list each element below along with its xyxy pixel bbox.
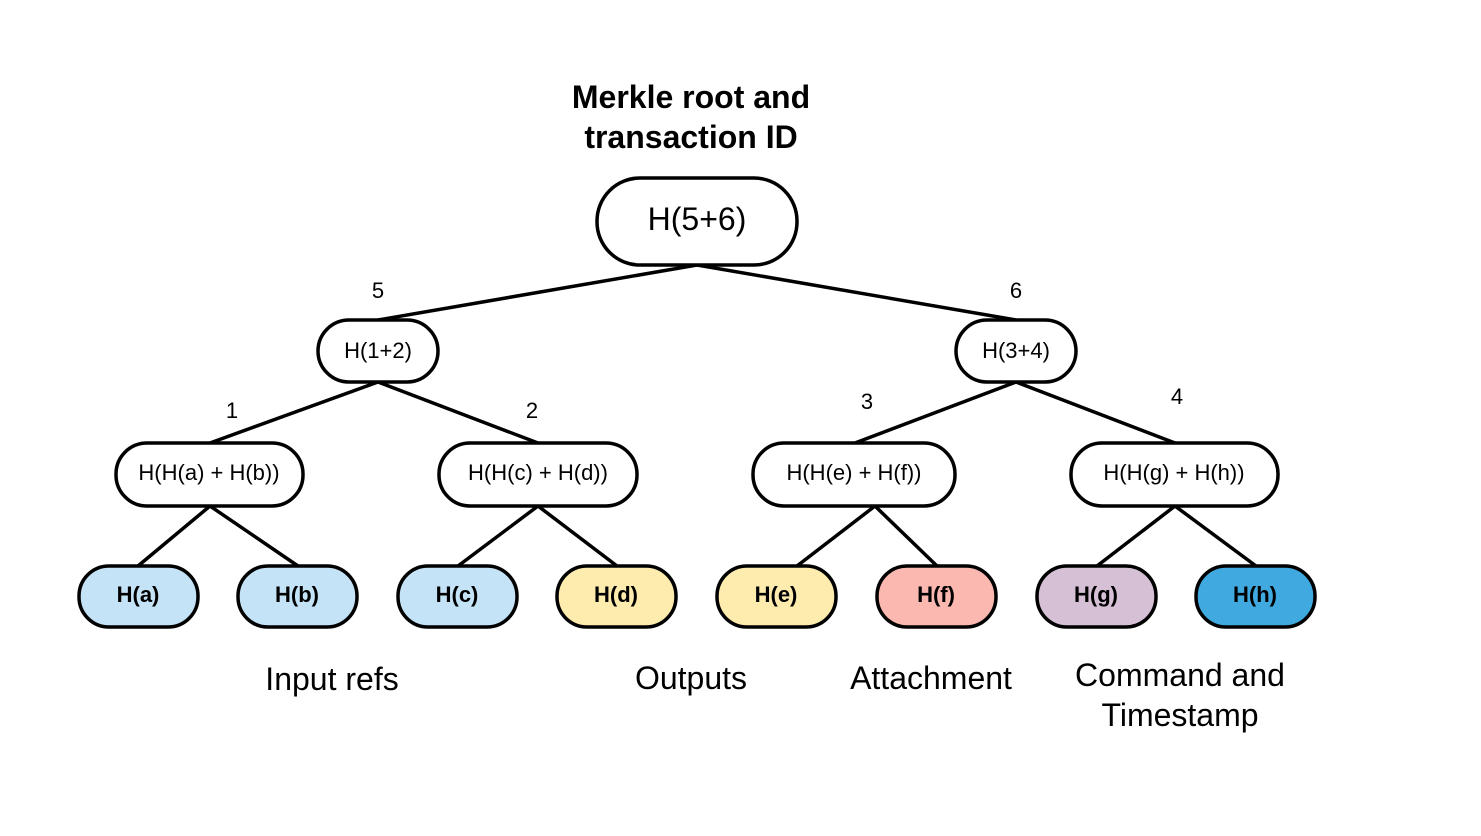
edge-root-to-h12	[377, 263, 698, 322]
group-label-attachment: Attachment	[850, 660, 1012, 696]
leaf-node-hf-box	[875, 564, 998, 629]
leaf-node-he-box	[715, 564, 838, 629]
leaf-node-hg-label: H(g)	[1074, 582, 1118, 607]
hash-node-hef-box	[751, 441, 957, 508]
leaf-node-ha-box	[77, 564, 200, 629]
edge-hcd-to-hd	[536, 504, 619, 568]
edge-h34-to-hef	[854, 380, 1017, 445]
edge-hcd-to-hc	[456, 504, 540, 568]
leaf-node-hd-label: H(d)	[594, 582, 638, 607]
hash-node-h34-box	[954, 318, 1078, 384]
leaf-node-he: H(e)	[715, 564, 838, 629]
leaf-node-ha: H(a)	[77, 564, 200, 629]
hash-node-hcd-label: H(H(c) + H(d))	[468, 460, 608, 485]
edge-label-3: 3	[861, 389, 873, 414]
leaf-node-hb-box	[236, 564, 359, 629]
diagram-title-line2: transaction ID	[584, 119, 797, 155]
leaf-node-hg: H(g)	[1035, 564, 1158, 629]
edge-hef-to-he	[795, 504, 877, 568]
group-label-command-line1: Command and	[1075, 657, 1285, 693]
leaf-node-hc-label: H(c)	[436, 582, 479, 607]
group-label-outputs: Outputs	[635, 660, 747, 696]
hash-node-h12-label: H(1+2)	[344, 338, 412, 363]
leaf-node-hd-box	[555, 564, 678, 629]
diagram-title-line1: Merkle root and	[572, 79, 810, 115]
leaf-node-ha-label: H(a)	[117, 582, 160, 607]
leaf-node-hb-label: H(b)	[275, 582, 319, 607]
leaf-node-hh: H(h)	[1194, 564, 1317, 629]
edge-hab-to-hb	[209, 504, 299, 568]
leaf-node-hb: H(b)	[236, 564, 359, 629]
hash-node-hgh: H(H(g) + H(h))	[1069, 441, 1280, 508]
group-labels: Input refs Outputs Attachment Command an…	[265, 657, 1285, 733]
edge-label-6: 6	[1010, 278, 1022, 303]
leaf-node-he-label: H(e)	[755, 582, 798, 607]
root-node-box	[595, 176, 799, 267]
leaf-node-hf: H(f)	[875, 564, 998, 629]
hash-node-hab-label: H(H(a) + H(b))	[138, 460, 279, 485]
edge-label-2: 2	[526, 398, 538, 423]
edge-hgh-to-hh	[1173, 504, 1258, 568]
hash-node-hef-label: H(H(e) + H(f))	[786, 460, 921, 485]
edge-labels: 5 6 1 2 3 4	[226, 278, 1183, 423]
hash-node-h12: H(1+2)	[316, 318, 440, 384]
tree-edges	[136, 263, 1258, 568]
edge-label-1: 1	[226, 398, 238, 423]
hash-node-h34-label: H(3+4)	[982, 338, 1050, 363]
edge-hef-to-hf	[873, 504, 939, 568]
hash-node-hab-box	[114, 441, 305, 508]
edge-h12-to-hab	[209, 380, 379, 445]
hash-node-h12-box	[316, 318, 440, 384]
hash-node-hef: H(H(e) + H(f))	[751, 441, 957, 508]
edge-hab-to-ha	[136, 504, 212, 568]
leaf-node-hh-box	[1194, 564, 1317, 629]
hash-node-hgh-label: H(H(g) + H(h))	[1103, 460, 1244, 485]
hash-node-hgh-box	[1069, 441, 1280, 508]
hash-node-hab: H(H(a) + H(b))	[114, 441, 305, 508]
leaf-node-hc: H(c)	[396, 564, 519, 629]
leaf-node-hf-label: H(f)	[917, 582, 955, 607]
leaf-node-hc-box	[396, 564, 519, 629]
edge-h12-to-hcd	[377, 380, 539, 445]
leaf-node-hh-label: H(h)	[1233, 582, 1277, 607]
root-node: H(5+6)	[595, 176, 799, 267]
edge-h34-to-hgh	[1015, 380, 1176, 445]
group-label-command-line2: Timestamp	[1101, 697, 1258, 733]
edge-label-4: 4	[1171, 384, 1183, 409]
leaf-node-hd: H(d)	[555, 564, 678, 629]
edge-root-to-h34	[696, 263, 1017, 322]
leaf-node-hg-box	[1035, 564, 1158, 629]
root-node-label: H(5+6)	[648, 201, 747, 237]
hash-node-hcd: H(H(c) + H(d))	[437, 441, 639, 508]
hash-node-h34: H(3+4)	[954, 318, 1078, 384]
edge-label-5: 5	[372, 278, 384, 303]
edge-hgh-to-hg	[1095, 504, 1177, 568]
hash-node-hcd-box	[437, 441, 639, 508]
group-label-input-refs: Input refs	[265, 661, 398, 697]
